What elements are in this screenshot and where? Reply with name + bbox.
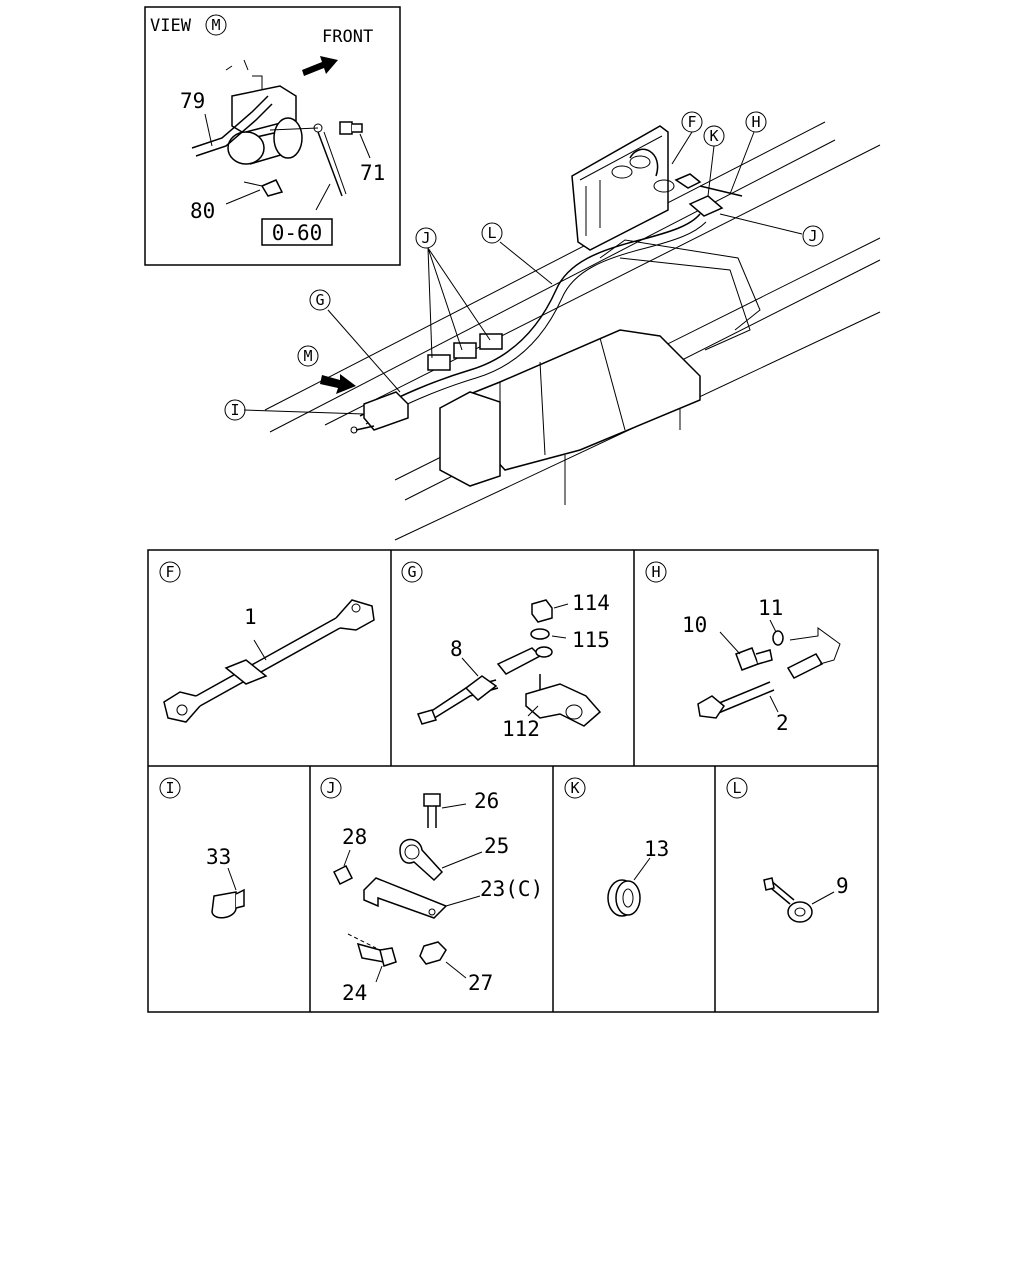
svg-text:I: I xyxy=(230,401,239,419)
main-assembly-drawing xyxy=(243,121,881,541)
detail-k-part-13: 13 xyxy=(644,837,669,861)
detail-k: K 13 xyxy=(564,777,669,917)
cable-2 xyxy=(711,681,775,715)
detail-j-part-23c: 23(C) xyxy=(480,877,543,901)
detail-g-part-114: 114 xyxy=(572,591,610,615)
detail-grid xyxy=(147,549,879,1013)
svg-text:F: F xyxy=(687,113,696,131)
bolt-26 xyxy=(423,793,441,807)
inset-view-label: VIEW xyxy=(150,16,192,36)
starter-motor-drawing xyxy=(191,59,363,197)
detail-j-part-27: 27 xyxy=(468,971,493,995)
washer-11 xyxy=(772,630,784,646)
callout-k: K xyxy=(703,125,725,147)
cap-33 xyxy=(211,891,237,919)
washer-115 xyxy=(530,628,550,640)
detail-j-part-25: 25 xyxy=(484,834,509,858)
detail-k-letter: K xyxy=(570,779,579,797)
battery-cable-1 xyxy=(195,617,341,707)
inset-ref-box-label: 0-60 xyxy=(272,221,323,245)
detail-h-part-11: 11 xyxy=(758,596,783,620)
front-arrow-icon xyxy=(302,56,338,76)
detail-j-letter: J xyxy=(326,779,335,797)
inset-view-ref-circle xyxy=(205,14,227,36)
svg-text:K: K xyxy=(709,127,718,145)
callout-f: F xyxy=(681,111,703,133)
inset-frame xyxy=(144,6,401,266)
inset-part-71: 71 xyxy=(360,161,385,185)
callout-l: L xyxy=(481,222,503,244)
callout-h: H xyxy=(745,111,767,133)
detail-j-part-24: 24 xyxy=(342,981,367,1005)
callout-j-battery: J xyxy=(802,225,824,247)
detail-g-part-112: 112 xyxy=(502,717,540,741)
detail-h-part-10: 10 xyxy=(682,613,707,637)
clamp-25 xyxy=(399,838,444,882)
inset-direction-label: FRONT xyxy=(322,27,373,47)
detail-j: J 26 28 25 23(C) 24 27 xyxy=(320,777,543,1005)
detail-j-part-28: 28 xyxy=(342,825,367,849)
detail-g-part-115: 115 xyxy=(572,628,610,652)
svg-text:H: H xyxy=(751,113,760,131)
view-m-arrow-icon xyxy=(320,374,356,394)
detail-l-part-9: 9 xyxy=(836,874,849,898)
inset-part-80: 80 xyxy=(190,199,215,223)
inset-view-ref: M xyxy=(211,16,220,34)
nut-114 xyxy=(531,599,553,623)
svg-text:J: J xyxy=(421,229,430,247)
detail-g-part-8: 8 xyxy=(450,637,463,661)
inset-ref-box xyxy=(261,218,333,246)
detail-h-part-2: 2 xyxy=(776,711,789,735)
detail-f-part-1: 1 xyxy=(244,605,257,629)
detail-f: F 1 xyxy=(159,561,375,723)
nut-27 xyxy=(419,941,447,965)
inset-view-m: VIEW M FRONT 79 71 80 xyxy=(144,6,401,266)
inset-part-79: 79 xyxy=(180,89,205,113)
callout-j-clamps: J xyxy=(415,227,437,249)
nut-28 xyxy=(332,864,354,886)
detail-l-letter: L xyxy=(732,779,741,797)
svg-text:J: J xyxy=(808,227,817,245)
callout-m: M xyxy=(297,345,319,367)
svg-text:L: L xyxy=(487,224,496,242)
svg-text:G: G xyxy=(315,291,324,309)
bolt-10 xyxy=(735,647,759,671)
detail-i: I 33 xyxy=(159,777,245,919)
detail-l: L 9 xyxy=(726,777,849,923)
detail-h: H 10 11 2 xyxy=(645,561,841,735)
main-callouts: F K H J L J G M xyxy=(224,111,824,421)
detail-g-letter: G xyxy=(407,563,416,581)
bolt-24 xyxy=(379,947,397,967)
detail-i-part-33: 33 xyxy=(206,845,231,869)
callout-g: G xyxy=(309,289,331,311)
detail-j-part-26: 26 xyxy=(474,789,499,813)
detail-g: G 114 115 8 112 xyxy=(401,561,610,741)
svg-text:M: M xyxy=(303,347,312,365)
detail-i-letter: I xyxy=(165,779,174,797)
callout-i: I xyxy=(224,399,246,421)
detail-h-letter: H xyxy=(651,563,660,581)
detail-f-letter: F xyxy=(165,563,174,581)
bracket-23c xyxy=(363,877,448,919)
